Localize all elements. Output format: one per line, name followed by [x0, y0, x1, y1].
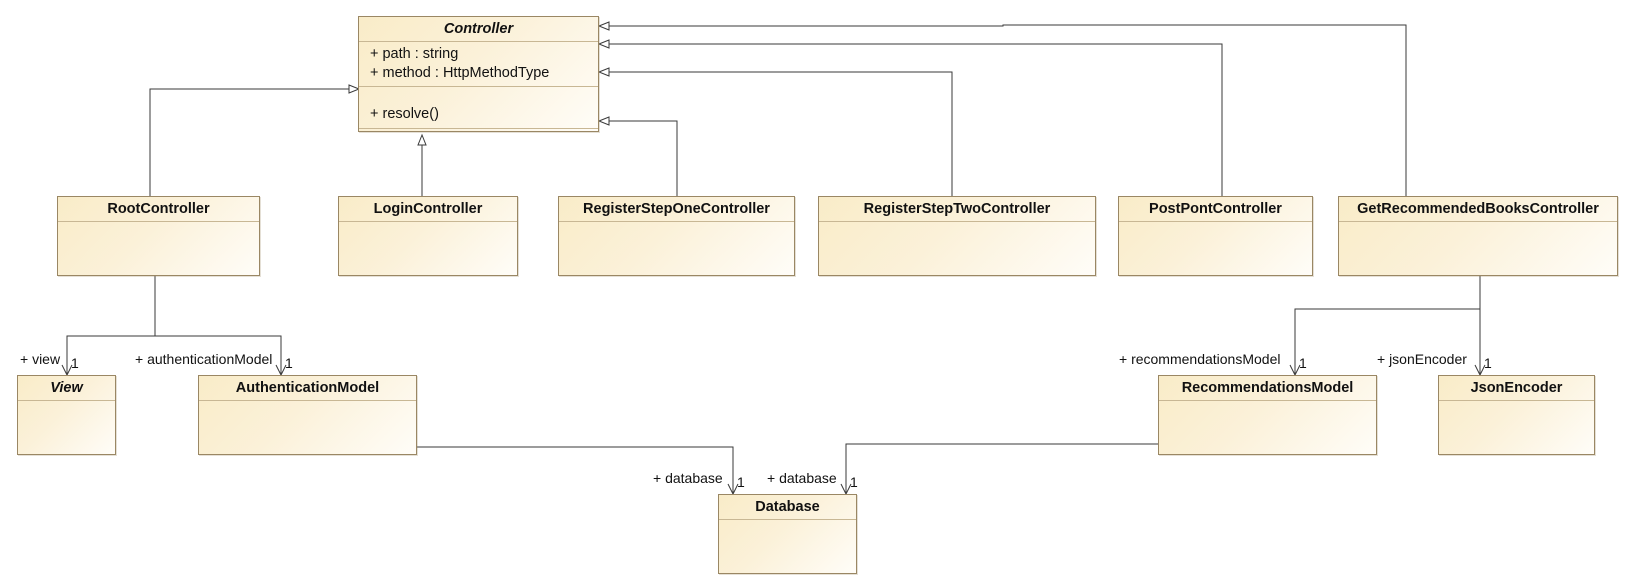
class-view[interactable]: View: [17, 375, 116, 455]
multiplicity-json-encoder: 1: [1484, 355, 1492, 371]
generalization-arrowhead: [417, 133, 427, 146]
class-name: PostPontController: [1119, 197, 1312, 222]
generalization-arrowhead: [597, 67, 610, 77]
association-recs-db: [845, 443, 1158, 493]
class-post-pont-controller[interactable]: PostPontController: [1118, 196, 1313, 276]
multiplicity-authentication-model: 1: [285, 355, 293, 371]
generalization-root-controller: [149, 88, 358, 196]
generalization-post-pont-controller: [600, 43, 1223, 196]
attribute-path: + path : string: [370, 46, 459, 62]
generalization-register-step-two-controller: [600, 71, 953, 196]
class-name: JsonEncoder: [1439, 376, 1594, 401]
multiplicity-recommendations-model: 1: [1299, 355, 1307, 371]
role-authentication-model: + authenticationModel: [135, 351, 273, 367]
class-name: AuthenticationModel: [199, 376, 416, 401]
class-authentication-model[interactable]: AuthenticationModel: [198, 375, 417, 455]
class-register-step-one-controller[interactable]: RegisterStepOneController: [558, 196, 795, 276]
generalization-arrowhead: [348, 84, 361, 94]
class-name: RegisterStepOneController: [559, 197, 794, 222]
class-json-encoder[interactable]: JsonEncoder: [1438, 375, 1595, 455]
class-name: GetRecommendedBooksController: [1339, 197, 1617, 222]
class-root-controller[interactable]: RootController: [57, 196, 260, 276]
generalization-arrowhead: [597, 116, 610, 126]
attribute-method: + method : HttpMethodType: [370, 65, 550, 81]
class-login-controller[interactable]: LoginController: [338, 196, 518, 276]
generalization-arrowhead: [597, 39, 610, 49]
class-name: RootController: [58, 197, 259, 222]
generalization-get-recommended-books-controller: [600, 24, 1407, 196]
class-recommendations-model[interactable]: RecommendationsModel: [1158, 375, 1377, 455]
association-auth-db: [417, 446, 734, 493]
class-controller[interactable]: Controller + path : string + method : Ht…: [358, 16, 599, 132]
class-get-recommended-books-controller[interactable]: GetRecommendedBooksController: [1338, 196, 1618, 276]
class-name: RecommendationsModel: [1159, 376, 1376, 401]
association-recs-model: [1294, 276, 1481, 374]
class-name: Controller: [359, 17, 598, 42]
role-view: + view: [20, 351, 61, 367]
generalization-register-step-one-controller: [600, 120, 678, 196]
class-operations: + resolve(): [359, 103, 598, 129]
role-auth-database: + database: [653, 470, 723, 486]
class-database[interactable]: Database: [718, 494, 857, 574]
association-root-view: [66, 276, 156, 374]
role-recs-database: + database: [767, 470, 837, 486]
multiplicity-auth-database: 1: [737, 474, 745, 490]
generalization-arrowhead: [597, 21, 610, 31]
multiplicity-recs-database: 1: [850, 474, 858, 490]
multiplicity-view: 1: [71, 355, 79, 371]
role-recommendations-model: + recommendationsModel: [1119, 351, 1281, 367]
class-name: Database: [719, 495, 856, 520]
class-attributes: + path : string + method : HttpMethodTyp…: [359, 42, 598, 87]
operation-resolve: + resolve(): [370, 106, 439, 122]
class-name: View: [18, 376, 115, 401]
class-name: RegisterStepTwoController: [819, 197, 1095, 222]
class-name: LoginController: [339, 197, 517, 222]
class-register-step-two-controller[interactable]: RegisterStepTwoController: [818, 196, 1096, 276]
role-json-encoder: + jsonEncoder: [1377, 351, 1467, 367]
association-root-auth: [155, 335, 282, 374]
